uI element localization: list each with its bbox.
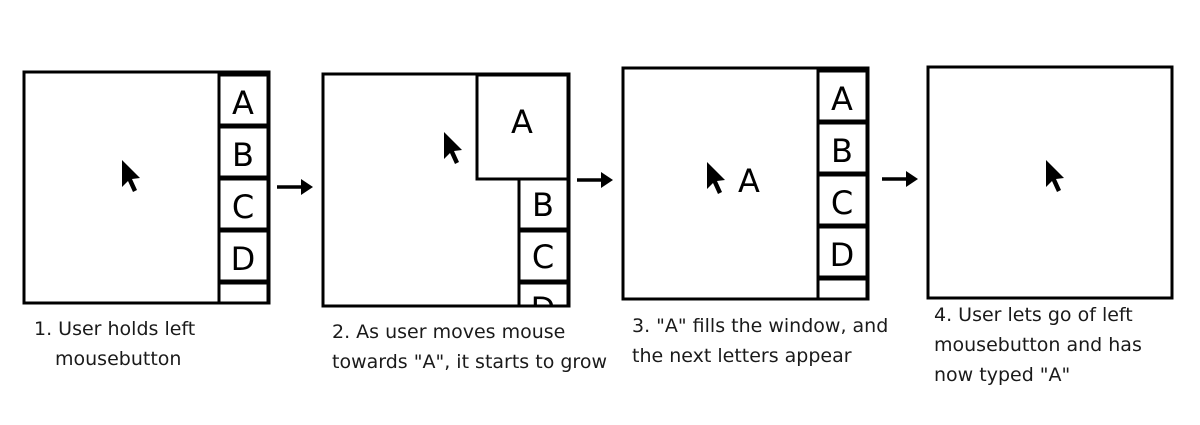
letter-box-next (217, 281, 270, 305)
growing-letter-box-a (475, 73, 570, 181)
caption-line: mousebutton and has (934, 334, 1142, 356)
panel-3: A B C D A (621, 66, 870, 301)
letter-box-a (816, 69, 869, 123)
letter-box-d (816, 225, 869, 279)
letter-b: B (532, 186, 554, 224)
letter-d: D (830, 236, 855, 274)
step-1-caption: 1. User holds left mousebutton (34, 314, 195, 374)
letter-c: C (831, 184, 853, 222)
panel-1: A B C D (22, 70, 271, 305)
letter-box-c (217, 177, 270, 231)
caption-line: 3. "A" fills the window, and (632, 315, 889, 337)
letter-column (816, 69, 869, 301)
letter-b: B (831, 132, 853, 170)
letter-box-d (517, 281, 569, 306)
letter-a: A (232, 84, 254, 122)
window-frame (621, 66, 870, 301)
caption-line: mousebutton (55, 348, 182, 370)
letter-box-next (816, 277, 869, 301)
step-3-caption: 3. "A" fills the window, and the next le… (632, 311, 888, 371)
panel-4 (926, 65, 1174, 300)
letter-box-b (816, 121, 869, 175)
panel-2: A B C D (321, 72, 571, 328)
typed-letter-a: A (738, 162, 760, 200)
step-2-caption: 2. As user moves mouse towards "A", it s… (332, 317, 607, 377)
right-arrow-icon (275, 177, 315, 197)
letter-d: D (531, 290, 556, 328)
caption-line: 1. User holds left (34, 318, 196, 340)
letter-box-b (217, 125, 270, 179)
window-frame (22, 70, 271, 305)
right-arrow-icon (575, 170, 615, 190)
letter-box-a (217, 73, 270, 127)
letter-column (217, 73, 270, 305)
caption-line: towards "A", it starts to grow (332, 351, 607, 373)
letter-c: C (532, 238, 554, 276)
letter-a: A (831, 80, 853, 118)
letter-c: C (232, 188, 254, 226)
letter-d: D (231, 240, 256, 278)
caption-line: now typed "A" (934, 364, 1071, 386)
caption-line: 2. As user moves mouse (332, 321, 566, 343)
letter-box-d (217, 229, 270, 283)
letter-a: A (511, 103, 533, 141)
right-arrow-icon (880, 169, 920, 189)
letter-b: B (232, 136, 254, 174)
letter-box-c (816, 173, 869, 227)
step-4-caption: 4. User lets go of left mousebutton and … (934, 300, 1142, 390)
caption-line: the next letters appear (632, 345, 852, 367)
caption-line: 4. User lets go of left (934, 304, 1133, 326)
